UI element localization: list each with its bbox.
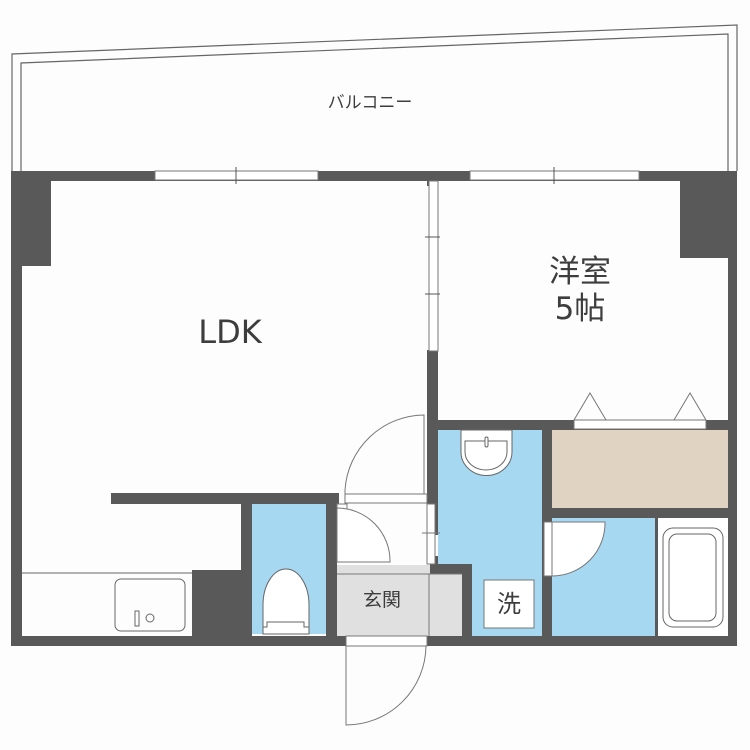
ldk-label: LDK <box>198 313 262 351</box>
front-door <box>345 635 428 726</box>
entrance-details <box>337 573 462 636</box>
balcony-outline <box>11 24 738 171</box>
western-room-label: 洋室 5帖 <box>510 254 650 328</box>
balcony-label: バルコニー <box>327 93 413 113</box>
kitchen-counter <box>22 572 192 632</box>
western-room-size: 5帖 <box>554 291 606 328</box>
toilet-door <box>336 503 391 563</box>
closet-doors <box>573 392 707 430</box>
toilet-fixture <box>262 568 310 635</box>
closet-floor <box>552 430 728 508</box>
bath-door <box>543 521 606 577</box>
ldk-door-upper <box>344 414 428 504</box>
washing-machine-space <box>483 579 535 629</box>
windows <box>154 167 640 184</box>
bathtub <box>658 518 728 636</box>
entrance-door-inner <box>422 503 440 565</box>
washroom-label: 洗 <box>497 590 521 618</box>
entrance-floor <box>337 574 462 636</box>
western-room-name: 洋室 <box>549 254 611 290</box>
entrance-step <box>337 565 435 574</box>
wash-basin <box>460 429 513 476</box>
sliding-door <box>425 180 440 352</box>
entrance-label: 玄関 <box>362 589 401 611</box>
